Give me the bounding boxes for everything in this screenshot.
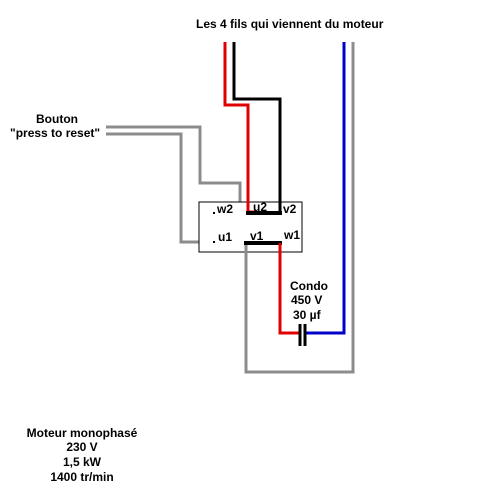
button-label: Bouton xyxy=(36,112,78,126)
gray-wire-motor xyxy=(244,42,355,374)
terminal-dot-u1 xyxy=(213,241,215,243)
capacitor-capacity: 30 µf xyxy=(293,308,322,322)
gray-wire-button-lower xyxy=(106,132,215,244)
terminal-label-w1: w1 xyxy=(283,228,300,242)
black-wire-motor xyxy=(232,42,282,213)
button-label-sub: "press to reset" xyxy=(10,126,100,140)
terminal-dot-w2 xyxy=(213,212,215,214)
capacitor-voltage: 450 V xyxy=(291,293,322,307)
terminal-label-w2: w2 xyxy=(216,202,233,216)
motor-speed: 1400 tr/min xyxy=(50,470,113,484)
terminal-label-v2: v2 xyxy=(283,202,297,216)
motor-type: Moteur monophasé xyxy=(27,426,138,440)
terminal-label-u2: u2 xyxy=(253,200,267,214)
capacitor-name: Condo xyxy=(290,279,328,293)
red-wire-capacitor xyxy=(278,243,299,335)
gray-wire-button-upper xyxy=(106,125,248,214)
terminal-label-u1: u1 xyxy=(218,230,232,244)
blue-wire-motor xyxy=(305,42,346,335)
motor-power: 1,5 kW xyxy=(63,455,102,469)
terminal-box xyxy=(198,201,303,253)
motor-wires-title: Les 4 fils qui viennent du moteur xyxy=(196,17,384,31)
terminal-label-v1: v1 xyxy=(250,229,264,243)
motor-voltage: 230 V xyxy=(66,440,97,454)
